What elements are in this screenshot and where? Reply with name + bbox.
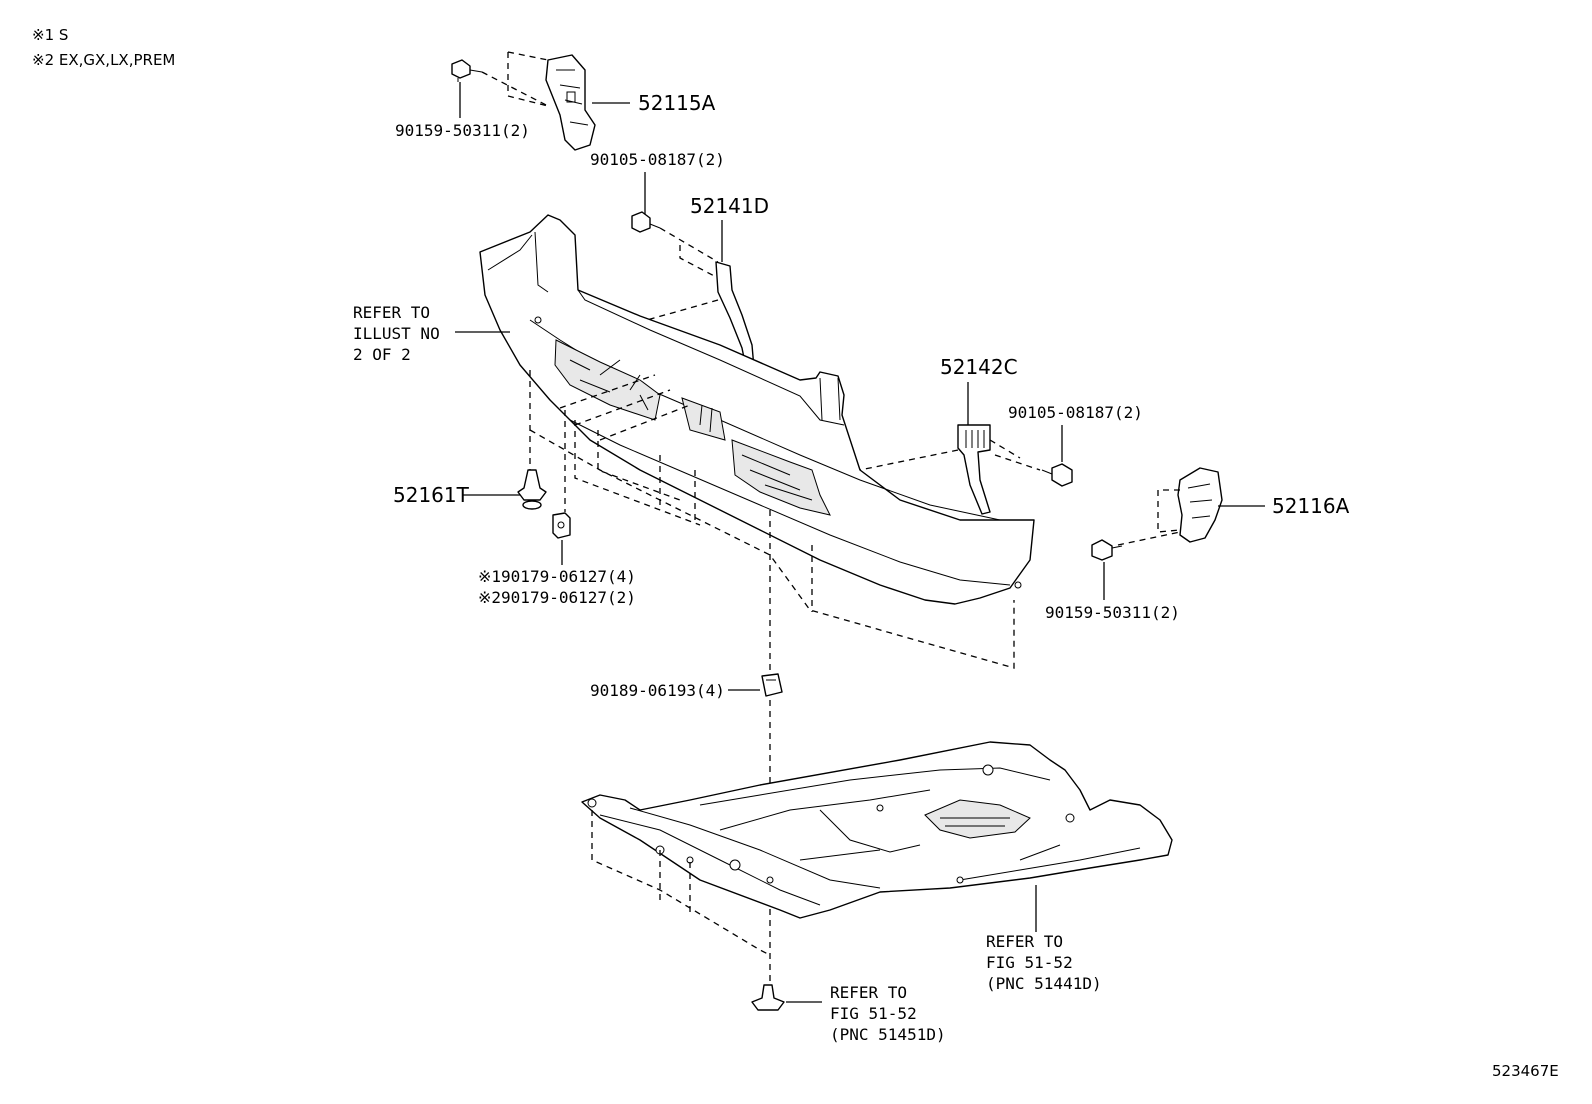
label-refer-fig-a-3: (PNC 51441D) [986,974,1102,993]
label-52142C: 52142C [940,355,1018,379]
engine-under-cover[interactable] [581,741,1173,919]
label-refer-fig-b-3: (PNC 51451D) [830,1025,946,1044]
bolt-top-left[interactable] [451,59,483,82]
label-refer-fig-a-2: FIG 51-52 [986,953,1073,972]
label-bolt-top: 90159-50311(2) [395,121,530,140]
label-52161T: 52161T [393,483,470,507]
bracket-52115A[interactable] [545,54,596,151]
clip-90189-06193[interactable] [761,673,783,697]
label-refer-fig-a-1: REFER TO [986,932,1063,951]
label-52115A: 52115A [638,91,716,115]
bolt-bottom[interactable] [751,984,785,1011]
bracket-52142C[interactable] [957,424,991,515]
bolt-right[interactable] [1091,539,1123,561]
label-refer-fig-b-2: FIG 51-52 [830,1004,917,1023]
label-nut-1: ※190179-06127(4) [478,567,636,586]
note-2: ※2 EX,GX,LX,PREM [32,51,175,69]
clip-52161T[interactable] [517,469,547,510]
figure-id: 523467E [1492,1062,1559,1080]
label-clip-top: 90105-08187(2) [590,150,725,169]
note-1: ※1 S [32,26,68,44]
label-refer-illust-2: ILLUST NO [353,324,440,343]
nut-90179-06127[interactable] [552,512,571,539]
clip-top[interactable] [631,211,661,233]
label-nut-2: ※290179-06127(2) [478,588,636,607]
label-bolt-right: 90159-50311(2) [1045,603,1180,622]
label-refer-fig-b-1: REFER TO [830,983,907,1002]
label-52141D: 52141D [690,194,769,218]
label-refer-illust-1: REFER TO [353,303,430,322]
label-refer-illust-3: 2 OF 2 [353,345,411,364]
label-52116A: 52116A [1272,494,1350,518]
label-clip-bottom: 90189-06193(4) [590,681,725,700]
bracket-52116A[interactable] [1177,467,1223,543]
front-bumper-cover[interactable] [479,214,1035,605]
label-clip-right: 90105-08187(2) [1008,403,1143,422]
clip-right[interactable] [1041,463,1073,487]
